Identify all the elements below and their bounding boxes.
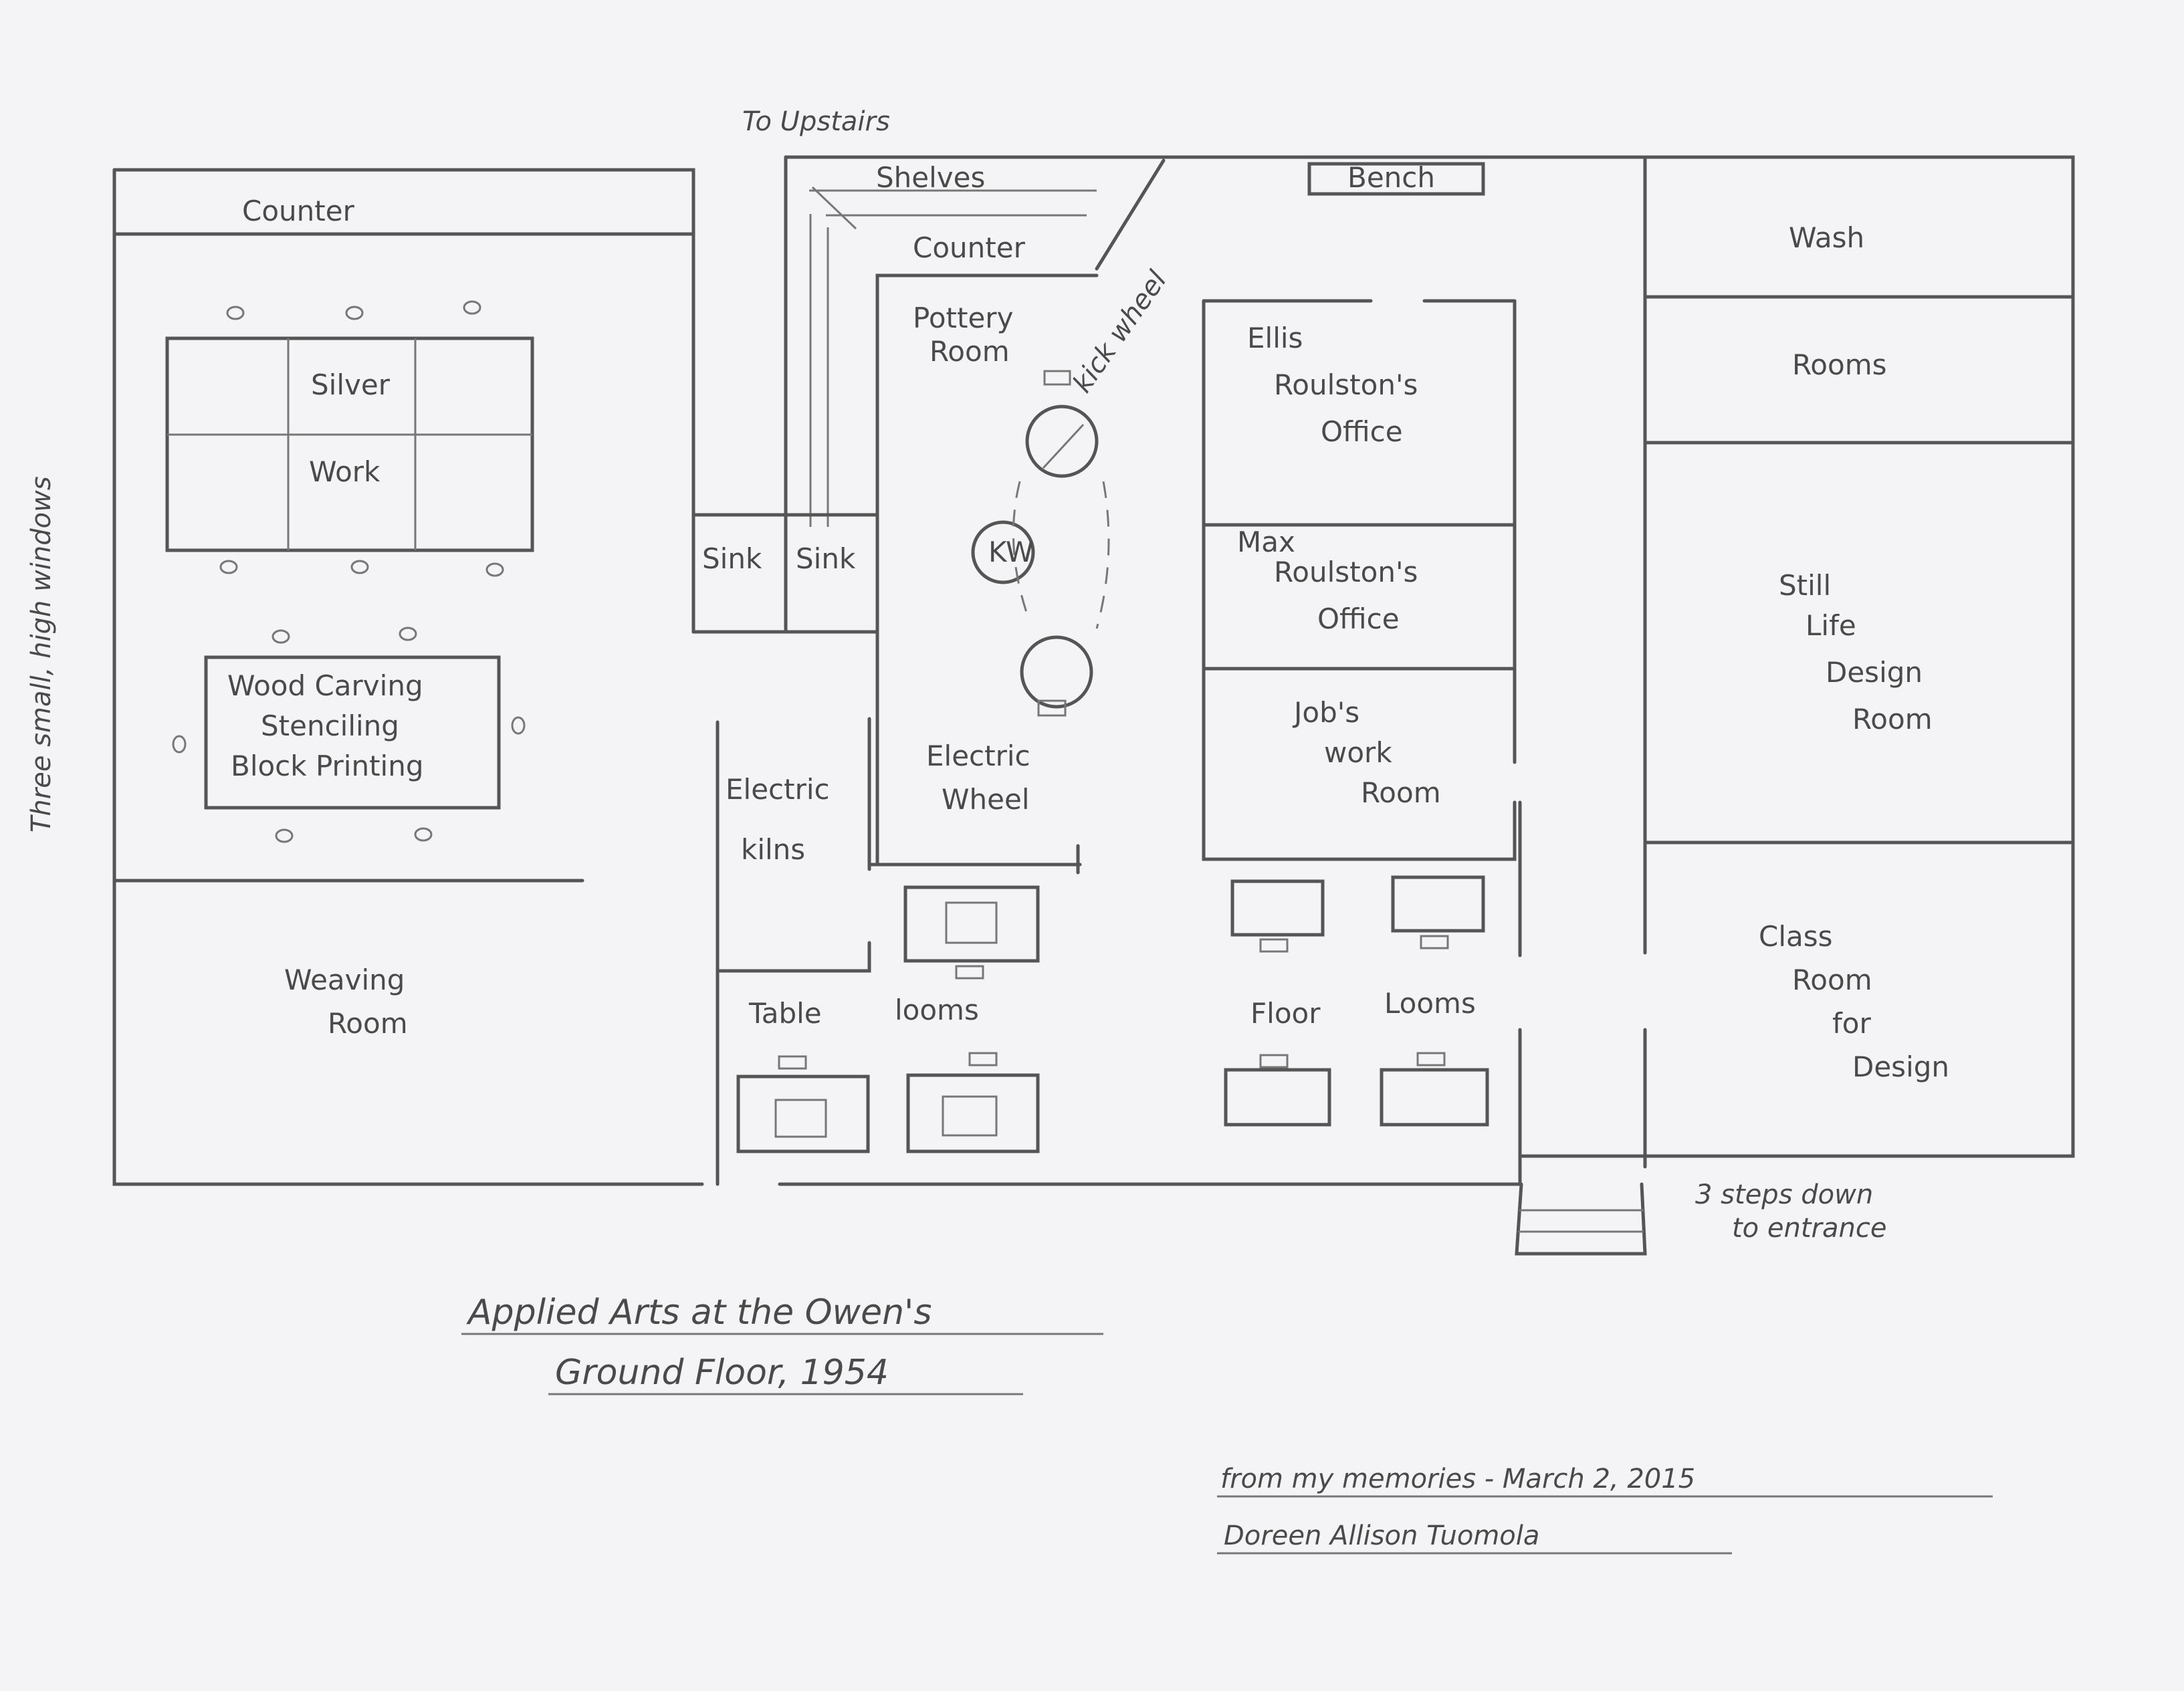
furniture <box>165 162 1489 1153</box>
label-weaving: Weaving <box>284 964 405 996</box>
label-work: Work <box>309 455 380 488</box>
label-floor-looms: Looms <box>1384 987 1476 1020</box>
label-ellis-office: Office <box>1321 415 1403 448</box>
label-class-room: Room <box>1792 964 1872 996</box>
wood-carving-table <box>204 655 501 810</box>
note-windows: Three small, high windows <box>26 476 57 832</box>
kick-wheel-icon <box>971 520 1035 584</box>
label-wash-rooms: Rooms <box>1792 348 1886 381</box>
label-counter-mid: Counter <box>913 231 1026 264</box>
note-kw: KW <box>988 536 1034 568</box>
table-loom-icons <box>736 885 1040 1153</box>
label-jobs: Job's <box>1292 696 1359 729</box>
label-for: for <box>1832 1007 1871 1040</box>
bench <box>1307 162 1485 196</box>
note-steps: 3 steps down <box>1695 1179 1873 1210</box>
label-still: Still <box>1779 569 1831 602</box>
label-sink-b: Sink <box>796 542 856 575</box>
label-shelves: Shelves <box>876 161 985 194</box>
label-class: Class <box>1759 920 1833 953</box>
electric-wheel-icon <box>1020 635 1093 709</box>
room-labels: Counter Silver Work Wood Carving Stencil… <box>227 161 1949 1083</box>
label-table: Table <box>748 997 822 1030</box>
label-wood-carving: Wood Carving <box>227 669 423 702</box>
silver-work-table <box>165 336 534 552</box>
label-stenciling: Stenciling <box>261 709 399 742</box>
label-counter-left: Counter <box>242 195 355 227</box>
label-pottery: Pottery <box>913 302 1013 334</box>
label-ellis: Ellis <box>1247 322 1303 354</box>
label-wheel: Wheel <box>942 783 1030 816</box>
notes: To Upstairs Three small, high windows ki… <box>26 106 1993 1555</box>
signature-date: from my memories - March 2, 2015 <box>1220 1464 1695 1494</box>
label-still-room: Room <box>1852 703 1933 736</box>
label-bench: Bench <box>1347 161 1435 194</box>
label-max-office: Office <box>1317 602 1400 635</box>
note-to-upstairs: To Upstairs <box>742 106 890 137</box>
label-jobs-work: work <box>1324 736 1392 769</box>
title-line-2: Ground Floor, 1954 <box>555 1353 889 1393</box>
label-ellis-roulstons: Roulston's <box>1274 368 1418 401</box>
label-floor: Floor <box>1250 997 1321 1030</box>
label-kilns: kilns <box>741 833 805 866</box>
label-jobs-room: Room <box>1361 776 1441 809</box>
label-design: Design <box>1826 656 1923 689</box>
label-electric-wheel: Electric <box>926 740 1030 772</box>
label-table-looms: looms <box>895 994 979 1026</box>
label-electric-kilns: Electric <box>726 773 830 806</box>
label-life: Life <box>1806 609 1856 642</box>
note-kick-wheel: kick wheel <box>1067 265 1173 399</box>
label-wash: Wash <box>1789 221 1864 254</box>
label-max-roulstons: Roulston's <box>1274 556 1418 588</box>
stool-icons <box>172 300 526 843</box>
walls <box>112 155 2075 1256</box>
kick-wheel-icon <box>1025 405 1099 478</box>
floor-loom-icons <box>1224 875 1489 1127</box>
title-line-1: Applied Arts at the Owen's <box>466 1292 932 1333</box>
label-max: Max <box>1237 526 1295 558</box>
label-pottery-room: Room <box>930 335 1010 368</box>
label-class-design: Design <box>1852 1050 1949 1083</box>
label-sink-a: Sink <box>702 542 762 575</box>
signature-name: Doreen Allison Tuomola <box>1224 1520 1539 1551</box>
label-block-printing: Block Printing <box>231 750 424 782</box>
note-entrance: to entrance <box>1732 1213 1886 1244</box>
label-weaving-room: Room <box>328 1007 408 1040</box>
label-silver: Silver <box>311 368 391 401</box>
